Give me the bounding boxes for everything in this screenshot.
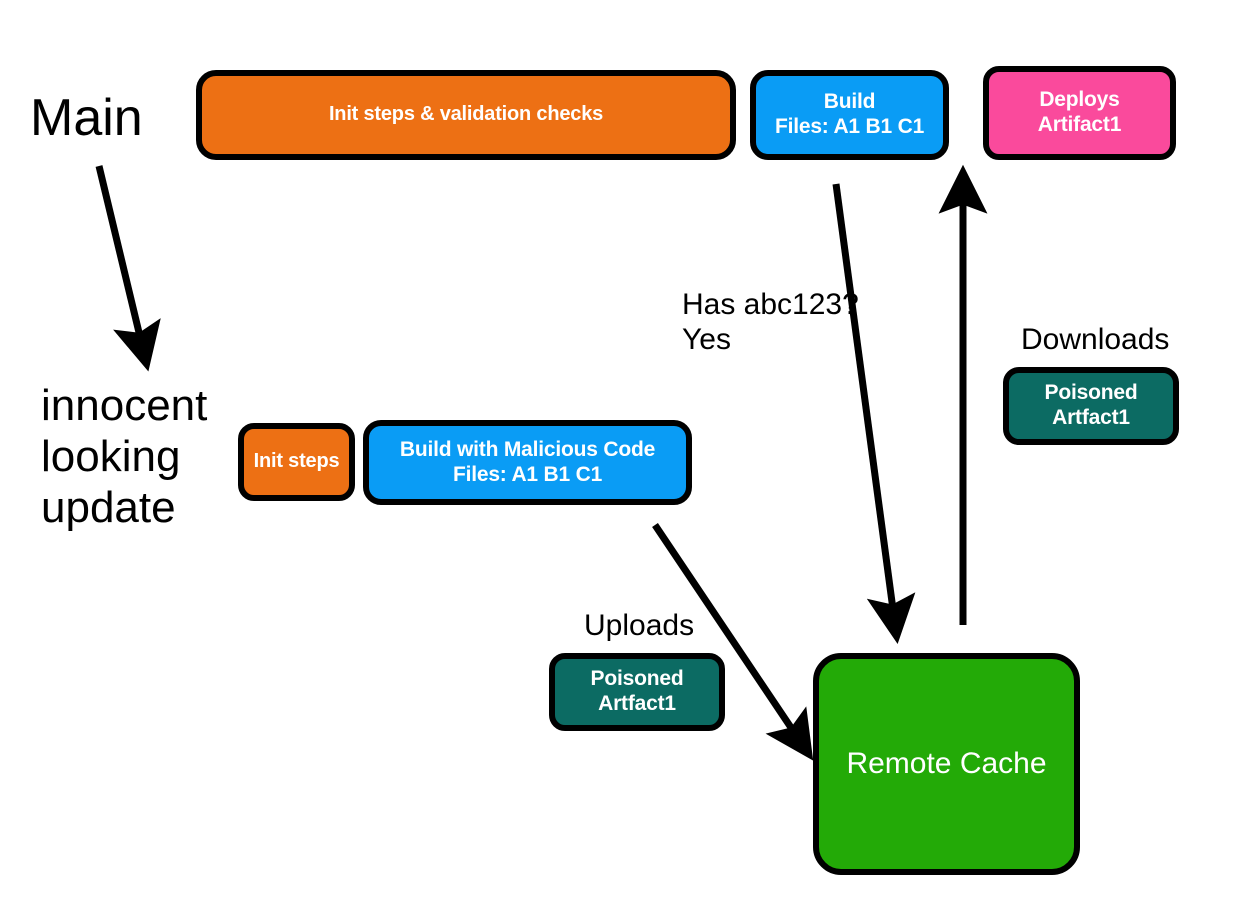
node-line-1: Deploys <box>1039 88 1120 112</box>
main-to-update-arrow <box>95 165 161 372</box>
node-deploys-artifact1: Deploys Artifact1 <box>983 66 1176 160</box>
node-build-main: Build Files: A1 B1 C1 <box>750 70 949 160</box>
node-init-steps-validation-checks: Init steps & validation checks <box>196 70 736 160</box>
node-init-steps: Init steps <box>238 423 355 501</box>
node-poisoned-artifact-uploaded: Poisoned Artfact1 <box>549 653 725 731</box>
node-line-1: Init steps & validation checks <box>328 103 604 126</box>
node-line-1: Remote Cache <box>846 747 1047 781</box>
node-poisoned-artifact-downloaded: Poisoned Artfact1 <box>1003 367 1179 445</box>
node-line-2: Files: A1 B1 C1 <box>774 115 925 138</box>
node-remote-cache: Remote Cache <box>813 653 1080 875</box>
node-line-1: Build with Malicious Code <box>399 437 656 461</box>
node-line-2: Files: A1 B1 C1 <box>452 462 603 486</box>
downloads-label: Downloads <box>1021 323 1170 356</box>
node-line-1: Poisoned <box>590 667 684 691</box>
node-line-1: Init steps <box>253 450 340 473</box>
node-line-2: Artfact1 <box>1052 406 1130 429</box>
node-line-2: Artifact1 <box>1037 113 1122 136</box>
cache-lookup-arrow <box>832 183 916 645</box>
uploads-label: Uploads <box>584 609 695 642</box>
node-line-1: Build <box>823 90 876 114</box>
node-line-1: Poisoned <box>1044 381 1138 405</box>
node-build-with-malicious-code: Build with Malicious Code Files: A1 B1 C… <box>363 420 692 505</box>
branch-label-main: Main <box>30 89 143 147</box>
node-line-2: Artfact1 <box>598 692 676 715</box>
cache-lookup-label: Has abc123? Yes <box>682 288 859 356</box>
branch-label-innocent-update: innocent looking update <box>41 381 208 533</box>
